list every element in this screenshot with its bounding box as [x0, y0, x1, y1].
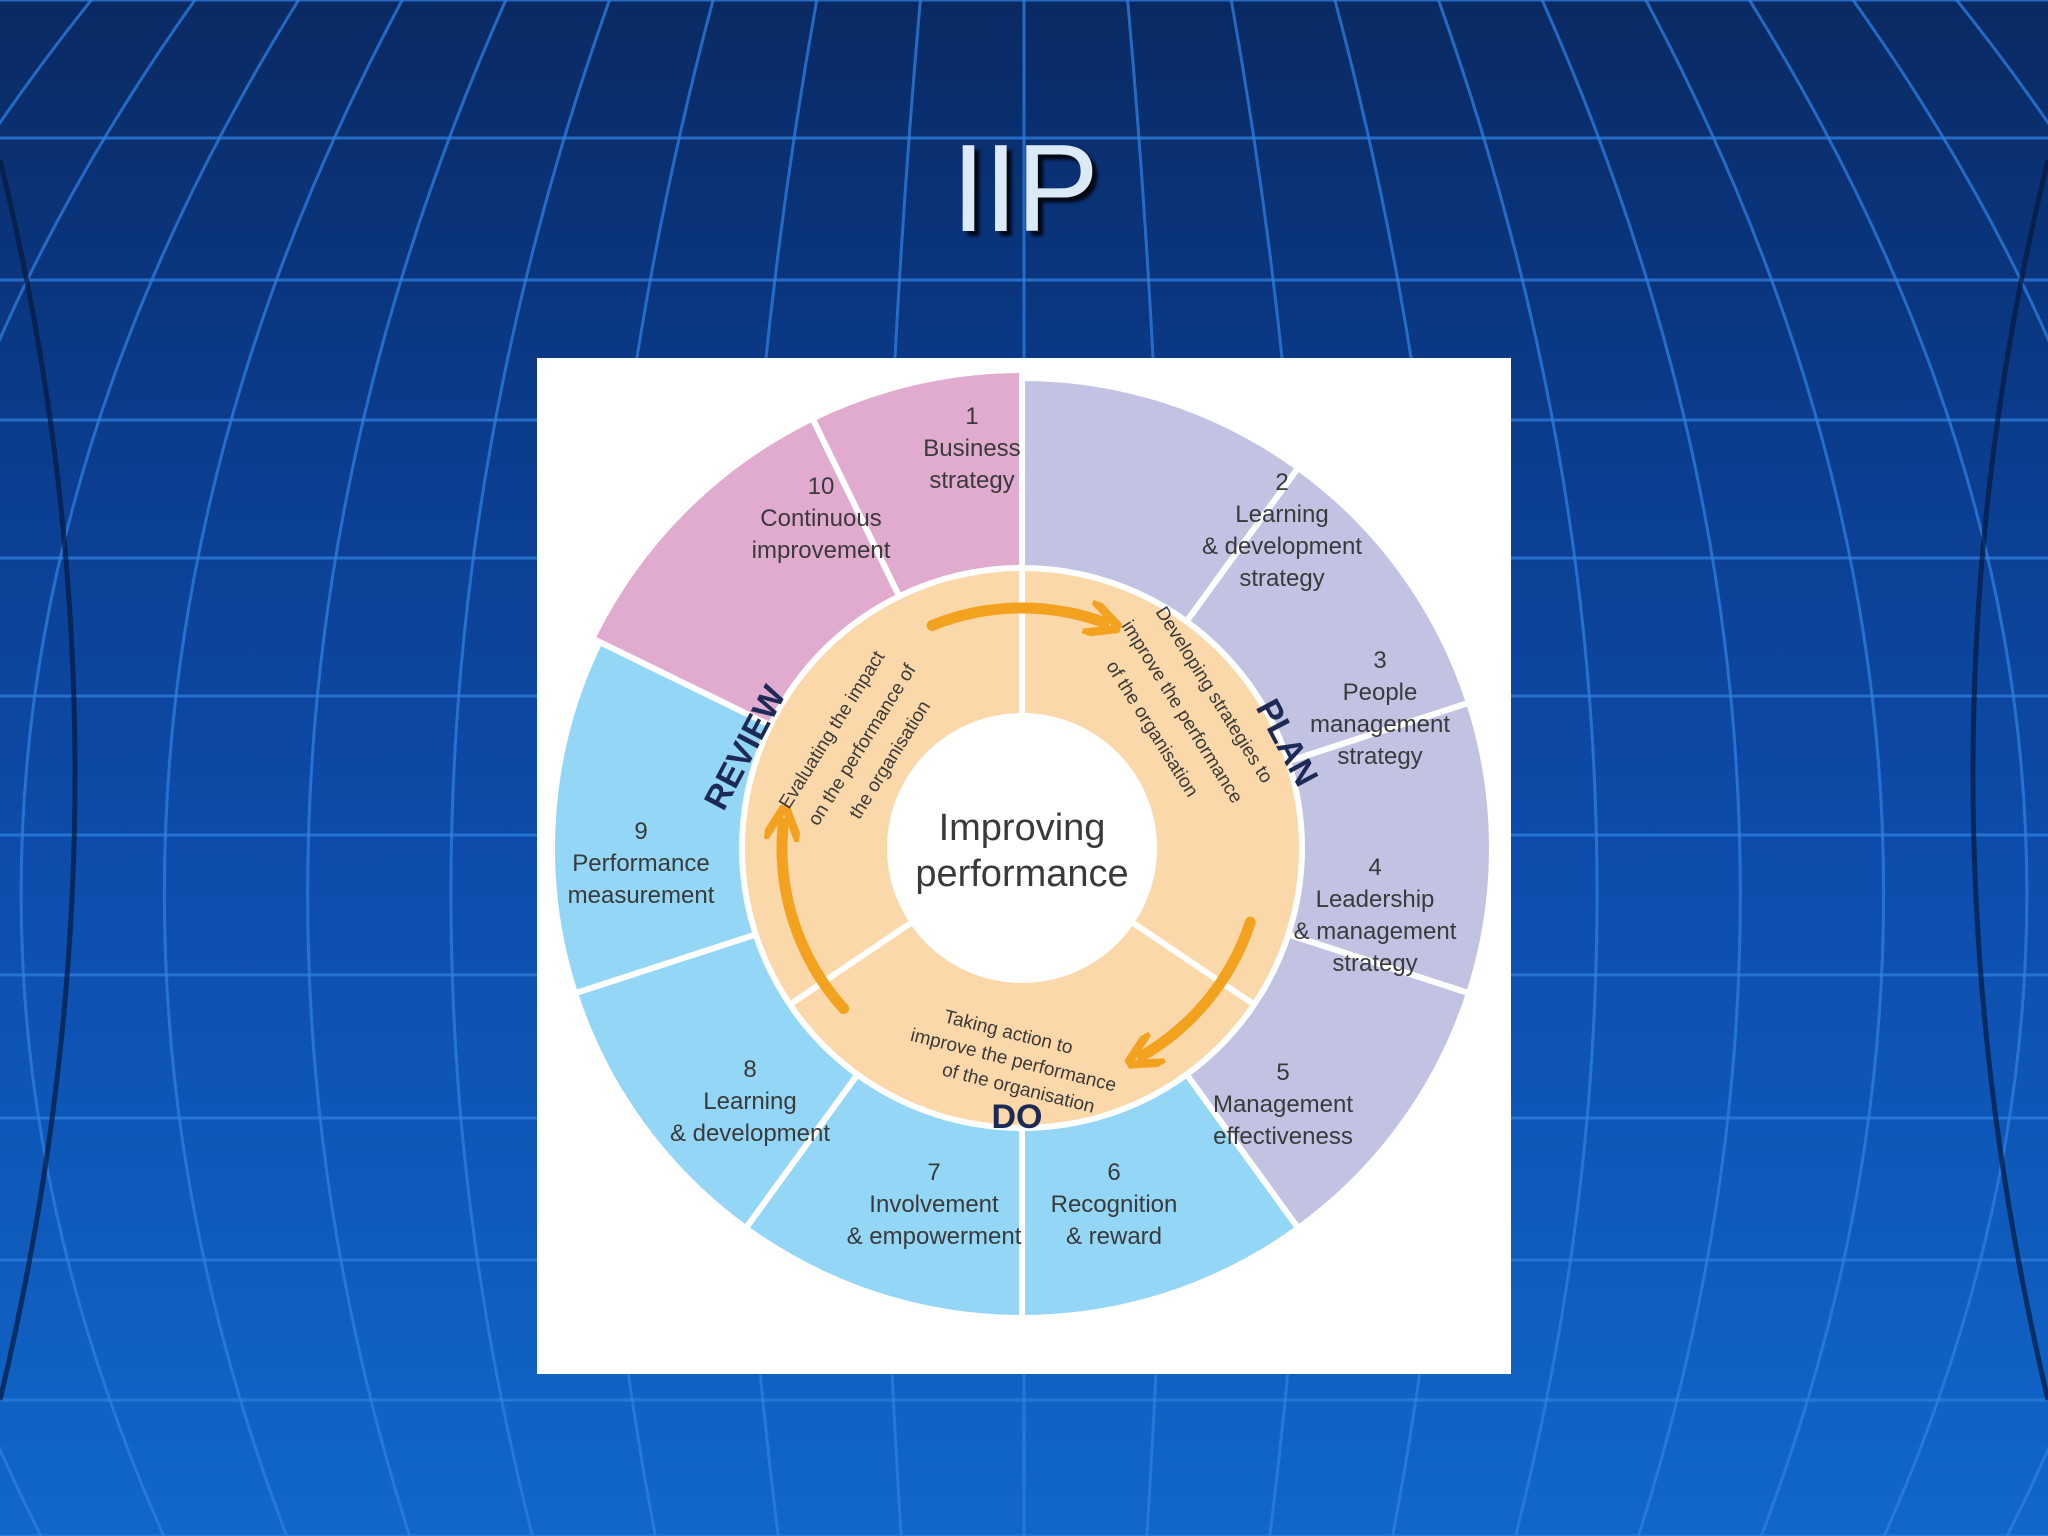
cycle-arrow	[782, 823, 850, 1015]
segment-text: Management	[1213, 1091, 1353, 1118]
segment-text: Learning	[1235, 501, 1328, 528]
segment-text: management	[1310, 711, 1450, 738]
segment-text: & development	[670, 1120, 830, 1147]
segment-text: strategy	[1239, 565, 1324, 592]
grid-vertical-curve	[0, 0, 197, 1536]
segment-number: 2	[1275, 469, 1288, 496]
segment-text: strategy	[1332, 950, 1417, 977]
segment-10-wedge	[808, 366, 1025, 601]
grid-vertical-curve	[1436, 0, 1599, 1536]
segment-text: measurement	[568, 882, 715, 909]
segment-text: & empowerment	[847, 1223, 1022, 1250]
segment-text: strategy	[929, 467, 1014, 494]
grid-vertical-curve	[449, 0, 612, 1536]
center-label: performance	[915, 853, 1128, 895]
grid-vertical-curve	[162, 0, 404, 1536]
segment-number: 3	[1373, 647, 1386, 674]
cycle-arrow	[1142, 916, 1256, 1056]
outer-segments	[549, 366, 1495, 1322]
segment-text: effectiveness	[1213, 1123, 1353, 1150]
phase-do-title: DO	[992, 1098, 1043, 1136]
grid-vertical-curve	[19, 0, 301, 1536]
segment-number: 8	[743, 1056, 756, 1083]
segment-number: 7	[927, 1159, 940, 1186]
segment-text: & reward	[1066, 1223, 1162, 1250]
center-label: Improving	[939, 807, 1106, 849]
segment-text: Involvement	[869, 1191, 999, 1218]
segment-text: & development	[1202, 533, 1362, 560]
slide-title: IIP	[951, 120, 1099, 258]
segment-number: 4	[1368, 854, 1381, 881]
segment-text: People	[1343, 679, 1418, 706]
grid-edge-curve	[0, 159, 78, 1401]
segment-number: 9	[634, 818, 647, 845]
segment-number: 6	[1107, 1159, 1120, 1186]
grid-vertical-curve	[1540, 0, 1742, 1536]
segment-text: strategy	[1337, 743, 1422, 770]
segment-text: & management	[1294, 918, 1457, 945]
phase-divider	[1132, 921, 1254, 1006]
grid-vertical-curve	[1747, 0, 2029, 1536]
phase-divider	[790, 921, 912, 1006]
segment-text: Performance	[572, 850, 709, 877]
segment-number: 10	[808, 473, 835, 500]
center-disc	[887, 713, 1157, 983]
segment-text: Leadership	[1316, 886, 1435, 913]
segment-number: 1	[965, 403, 978, 430]
segment-text: Recognition	[1051, 1191, 1178, 1218]
grid-edge-curve	[1970, 159, 2048, 1401]
segment-text: Continuous	[760, 505, 881, 532]
cycle-arrow	[926, 608, 1104, 625]
segment-number: 5	[1276, 1059, 1289, 1086]
segment-text: improvement	[752, 537, 891, 564]
segment-text: Business	[923, 435, 1020, 462]
grid-vertical-curve	[1644, 0, 1886, 1536]
grid-vertical-curve	[306, 0, 508, 1536]
segment-text: Learning	[703, 1088, 796, 1115]
grid-vertical-curve	[1851, 0, 2048, 1536]
cycle-arrows	[782, 608, 1256, 1056]
